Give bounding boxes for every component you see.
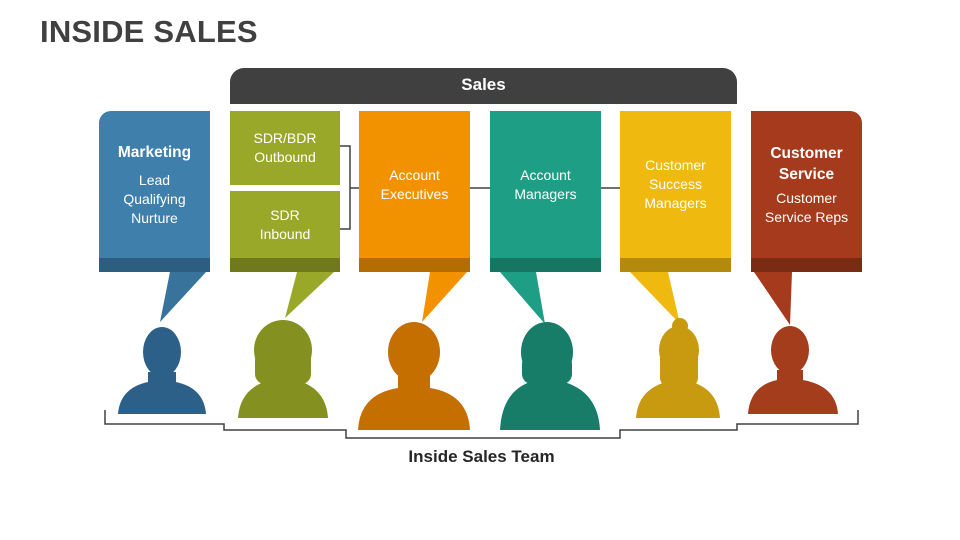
- female-person-icon: [636, 318, 720, 418]
- female-person-icon: [500, 322, 600, 430]
- customer-service-title: Customer Service: [770, 143, 842, 185]
- marketing-line: Lead: [138, 171, 171, 188]
- sdr-outbound-line: Outbound: [254, 149, 316, 165]
- ae-tail: [422, 272, 467, 322]
- sdr-outbound-box: SDR/BDR Outbound: [230, 111, 340, 185]
- am-shadow: [490, 258, 601, 272]
- account-managers-box: Account Managers: [490, 111, 601, 258]
- csm-shadow: [620, 258, 731, 272]
- female-person-icon: [238, 320, 328, 418]
- sdr-inbound-line: SDR: [270, 206, 300, 223]
- customer-success-box: Customer Success Managers: [620, 111, 731, 258]
- account-managers-line: Account: [520, 166, 571, 183]
- account-executives-box: Account Executives: [359, 111, 470, 258]
- connector-lines: [340, 145, 621, 230]
- account-executives-line: Account: [389, 166, 440, 183]
- am-tail: [500, 272, 545, 324]
- marketing-box: Marketing Lead Qualifying Nurture: [99, 111, 210, 258]
- account-managers-line: Managers: [514, 185, 577, 202]
- team-bracket: [104, 410, 859, 439]
- customer-service-box: Customer Service Customer Service Reps: [751, 111, 862, 258]
- marketing-tail: [160, 272, 206, 322]
- customer-service-title-line: Customer: [770, 144, 843, 162]
- sdr-outbound-line: SDR/BDR: [253, 130, 317, 146]
- sdr-inbound-line: Inbound: [259, 225, 311, 242]
- male-person-icon: [358, 322, 470, 430]
- sales-header-bar: [230, 68, 737, 104]
- male-person-icon: [118, 327, 206, 414]
- page-title: INSIDE SALES: [40, 14, 258, 49]
- customer-service-title-line: Service: [778, 165, 835, 183]
- customer-success-line: Success: [649, 176, 702, 192]
- sdr-shadow: [230, 258, 340, 272]
- marketing-line: Nurture: [131, 209, 178, 226]
- male-person-icon: [748, 326, 838, 414]
- ae-shadow: [359, 258, 470, 272]
- marketing-title: Marketing: [117, 143, 192, 161]
- cs-tail: [754, 272, 792, 325]
- account-executives-line: Executives: [380, 185, 449, 202]
- sdr-bracket-connector: [340, 145, 351, 230]
- team-label: Inside Sales Team: [408, 447, 555, 466]
- sdr-tail: [285, 272, 334, 318]
- sdr-inbound-box: SDR Inbound: [230, 191, 340, 258]
- customer-service-line: Service Reps: [764, 208, 849, 225]
- customer-success-line: Customer: [645, 157, 706, 173]
- marketing-shadow: [99, 258, 210, 272]
- customer-service-line: Customer: [776, 189, 837, 206]
- customer-success-line: Managers: [644, 195, 707, 211]
- sales-header-label: Sales: [461, 75, 506, 94]
- cs-shadow: [751, 258, 862, 272]
- csm-tail: [630, 272, 680, 324]
- marketing-line: Qualifying: [123, 190, 186, 207]
